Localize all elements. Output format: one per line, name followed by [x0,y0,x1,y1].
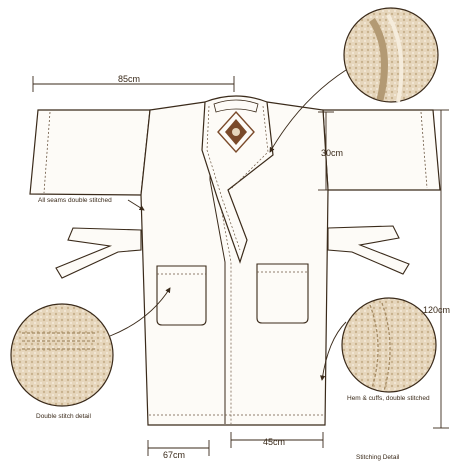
hem-cuffs-detail-circle [341,297,437,393]
label-85cm: 85cm [118,74,140,84]
shawl-collar [201,95,274,264]
dimension-120cm [433,109,449,429]
left-pocket [156,265,207,326]
dimension-67cm [147,440,210,456]
double-stitch-detail-circle [10,303,114,407]
label-hem-cuffs: Hem & cuffs, double stitched [347,395,430,402]
collar-detail-circle [343,7,439,103]
diamond-crest-icon [217,110,255,154]
collar-leader [269,69,347,153]
collar-stitch [206,105,269,251]
label-double-stitch: Double stitch detail [36,413,91,420]
dimension-45cm [230,432,324,448]
label-120cm: 120cm [423,305,450,315]
dimension-85cm [32,76,235,92]
dimension-30cm [318,111,334,191]
hem-leader [319,321,347,381]
neck-back [213,99,259,113]
label-30cm: 30cm [321,148,343,158]
label-seams: All seams double stitched [38,197,112,204]
label-67cm: 67cm [163,450,185,460]
label-stitching-detail: Stitching Detail [356,454,400,461]
label-45cm: 45cm [263,437,285,447]
left-cuff-stitch [43,111,51,194]
right-pocket [256,263,309,324]
left-sleeve [29,109,151,196]
pocket-leader [109,287,171,337]
belt-right-loop [327,225,410,275]
belt-left-loop [55,227,142,279]
seams-leader [127,199,145,211]
right-cuff-stitch [420,111,428,189]
